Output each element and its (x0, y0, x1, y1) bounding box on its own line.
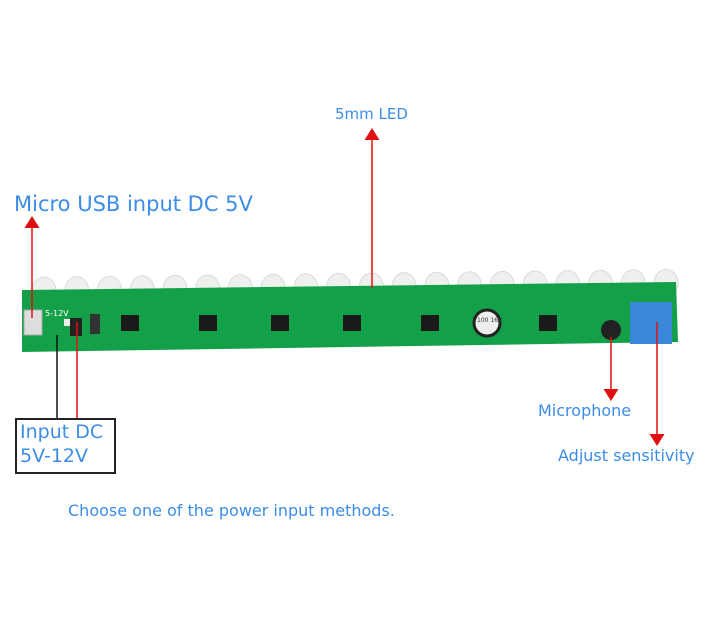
microphone-label: Microphone (538, 401, 632, 420)
input-dc-line1: Input DC (20, 421, 104, 443)
capacitor-label: 100 16V (477, 317, 503, 324)
adjust-label: Adjust sensitivity (558, 446, 695, 465)
capacitor (472, 308, 502, 338)
input-dc-line2: 5V-12V (20, 445, 89, 467)
ic-chip (199, 315, 217, 331)
micro-usb-port (23, 309, 43, 336)
input-dc-box: Input DC 5V-12V (15, 418, 116, 474)
led-label: 5mm LED (335, 105, 408, 123)
usb-label: Micro USB input DC 5V (14, 192, 253, 216)
ic-chip (121, 315, 139, 331)
ic-chip (343, 315, 361, 331)
microphone (601, 320, 621, 340)
ic-chip (539, 315, 557, 331)
ic-chip (421, 315, 439, 331)
silkscreen-label: 5-12V (45, 309, 69, 318)
ic-chip (271, 315, 289, 331)
power-note: Choose one of the power input methods. (68, 501, 395, 520)
potentiometer (630, 302, 672, 344)
